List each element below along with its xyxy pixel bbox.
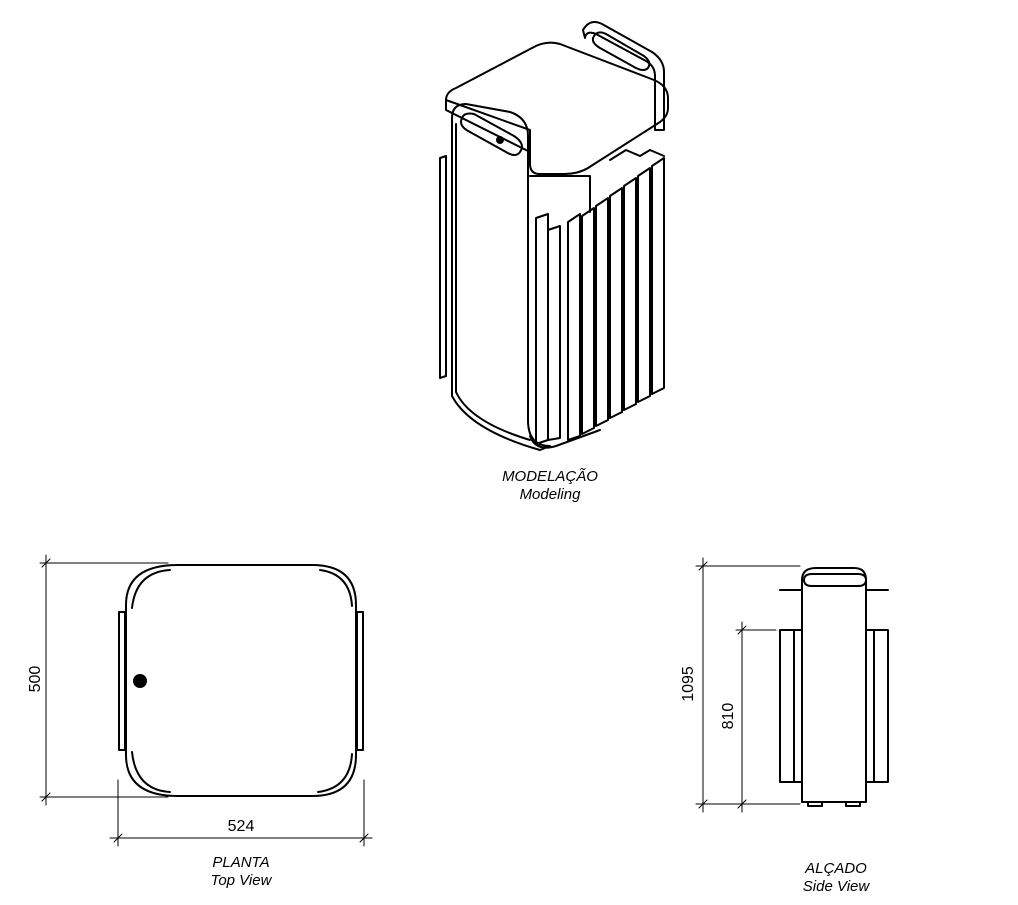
slat: [609, 187, 623, 419]
modeling-caption: MODELAÇÃO Modeling: [470, 468, 630, 504]
front-panel-inner: [455, 123, 531, 441]
lock-hole: [496, 136, 504, 144]
top-lock-hole: [133, 674, 147, 688]
top-view-title-pt: PLANTA: [212, 854, 270, 871]
side-slat-left: [779, 629, 795, 783]
left-slat: [439, 155, 447, 379]
side-dimensions: [695, 557, 801, 813]
slat: [595, 197, 609, 427]
dimension-total-height-label: 1095: [680, 666, 697, 702]
dimension-width-label: 524: [227, 818, 255, 835]
side-view-title-en: Side View: [802, 878, 870, 895]
slat: [623, 177, 637, 411]
modeling-view: [439, 21, 669, 451]
slat: [535, 213, 549, 445]
side-view-title-pt: ALÇADO: [805, 860, 867, 877]
front-panel: [451, 103, 551, 451]
front-handle-slot: [460, 112, 523, 156]
top-outline: [125, 564, 357, 797]
slat: [637, 167, 651, 403]
base-curve: [529, 429, 601, 449]
top-view: [118, 564, 364, 797]
slats: [535, 157, 665, 445]
side-foot-right: [845, 801, 861, 807]
slat: [547, 225, 561, 441]
modeling-title-en: Modeling: [519, 486, 581, 503]
side-body: [801, 567, 867, 803]
top-view-caption: PLANTA Top View: [161, 854, 321, 890]
side-view: [779, 567, 889, 807]
slat-tops: [609, 149, 665, 161]
top-outline-inner: [131, 569, 353, 793]
side-slat-right: [873, 629, 889, 783]
lid: [445, 41, 669, 175]
top-dimensions: [39, 554, 373, 847]
back-handle: [582, 21, 665, 131]
modeling-title-pt: MODELAÇÃO: [502, 468, 598, 485]
body-core: [529, 175, 591, 213]
back-handle-slot: [591, 31, 651, 71]
top-view-title-en: Top View: [210, 872, 272, 889]
left-slat-band: [118, 611, 126, 751]
side-handle-slot: [803, 573, 867, 587]
dimension-depth-label: 500: [27, 665, 44, 693]
slat: [567, 213, 581, 441]
slat: [651, 157, 665, 395]
side-foot-left: [807, 801, 823, 807]
side-view-caption: ALÇADO Side View: [756, 860, 916, 896]
dimension-body-height-label: 810: [720, 702, 737, 730]
right-slat-band: [356, 611, 364, 751]
slat: [581, 207, 595, 435]
